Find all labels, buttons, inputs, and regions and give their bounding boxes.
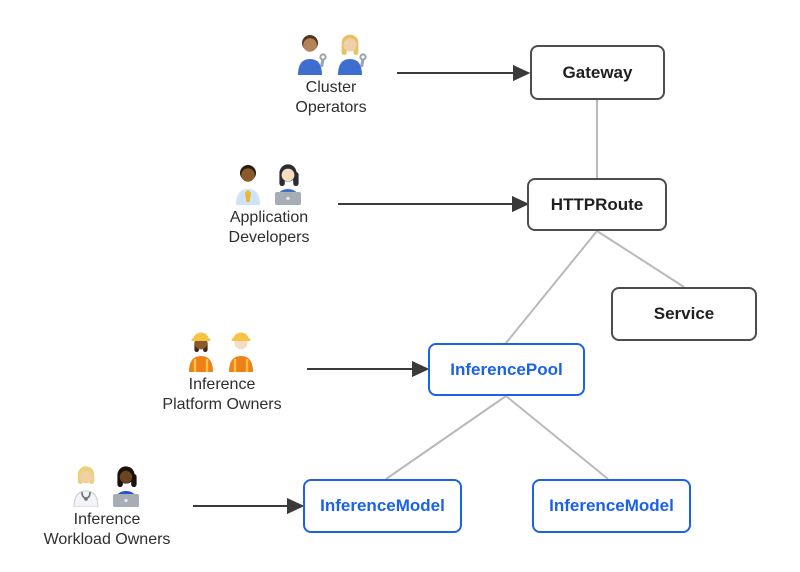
woman-mechanic-icon (338, 34, 367, 75)
health-worker-and-technologist-emoji (73, 466, 139, 507)
persona-label-line1: Cluster (305, 79, 357, 96)
persona-label-line2: Workload Owners (43, 531, 171, 548)
persona-label-line2: Platform Owners (162, 396, 282, 413)
inferencemodel-left-label: InferenceModel (320, 496, 445, 515)
edge-lines (385, 100, 685, 480)
inferencepool-node: InferencePool (428, 343, 585, 396)
edge-inferencepool-inferencemodel-right (505, 395, 609, 480)
gateway-label: Gateway (562, 62, 633, 82)
arrow-cluster-operators-to-gateway (397, 64, 531, 82)
httproute-node: HTTPRoute (527, 178, 667, 231)
service-label: Service (653, 304, 715, 323)
edge-inferencepool-inferencemodel-left (385, 395, 507, 480)
woman-construction-worker-icon (189, 332, 213, 372)
mechanics-pair-emoji (298, 34, 367, 75)
person-technologist-icon (113, 466, 139, 507)
persona-label-line1: Application (229, 209, 309, 226)
actor-arrows (193, 64, 531, 515)
persona-cluster-operators: Cluster Operators (236, 33, 426, 118)
persona-label-line1: Inference (73, 511, 141, 528)
health-worker-icon (73, 466, 99, 507)
service-node: Service (611, 287, 757, 341)
persona-inference-platform-owners: Inference Platform Owners (127, 330, 317, 415)
arrow-platform-owners-to-inferencepool (307, 360, 430, 378)
inferencemodel-left-node: InferenceModel (303, 479, 462, 533)
persona-inference-workload-owners: Inference Workload Owners (12, 465, 202, 550)
inferencemodel-right-label: InferenceModel (549, 496, 674, 515)
edge-httproute-inferencepool (505, 230, 598, 344)
persona-application-developers: Application Developers (174, 163, 364, 248)
man-mechanic-icon (298, 35, 327, 75)
inferencepool-label: InferencePool (450, 359, 563, 379)
office-worker-and-technologist-emoji (236, 164, 301, 205)
gateway-node: Gateway (530, 45, 665, 100)
httproute-label: HTTPRoute (550, 194, 644, 214)
persona-label-line1: Inference (188, 376, 256, 393)
arrow-workload-owners-to-inferencemodel (193, 497, 305, 515)
edge-httproute-service (596, 230, 685, 288)
inferencemodel-right-node: InferenceModel (532, 479, 691, 533)
persona-label-line2: Developers (228, 229, 310, 246)
persona-label-line2: Operators (295, 99, 367, 116)
man-office-worker-icon (236, 165, 260, 205)
man-construction-worker-icon (229, 332, 253, 372)
woman-technologist-icon (275, 164, 301, 205)
arrow-app-developers-to-httproute (338, 195, 530, 213)
construction-workers-pair-emoji (189, 332, 253, 372)
